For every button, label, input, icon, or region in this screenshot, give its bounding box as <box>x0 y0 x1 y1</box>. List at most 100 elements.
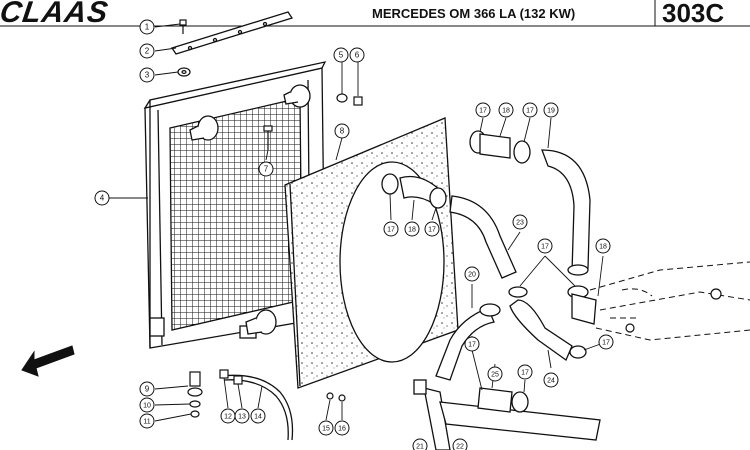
callout-label: 18 <box>408 227 416 234</box>
shroud-hose <box>381 173 447 209</box>
callout-21: 21 <box>412 438 428 450</box>
callout-25: 25 <box>487 366 503 382</box>
callout-2: 2 <box>139 43 155 59</box>
callout-label: 3 <box>145 71 150 80</box>
callout-label: 17 <box>541 244 549 251</box>
callout-label: 20 <box>468 272 476 279</box>
callout-circle <box>139 397 155 413</box>
screw <box>263 125 273 150</box>
callout-circle <box>517 364 533 380</box>
upper-hose-clamps <box>469 130 531 164</box>
callout-circle <box>383 221 399 237</box>
callout-label: 18 <box>599 244 607 251</box>
callout-label: 22 <box>456 444 464 450</box>
callout-17: 17 <box>537 238 553 254</box>
callout-circle <box>475 102 491 118</box>
seal-ring <box>336 93 348 103</box>
callout-17: 17 <box>598 334 614 350</box>
callout-24: 24 <box>543 372 559 388</box>
callout-label: 25 <box>491 372 499 379</box>
callout-label: 17 <box>468 342 476 349</box>
callout-label: 17 <box>521 370 529 377</box>
callout-circle <box>522 102 538 118</box>
callout-label: 11 <box>143 419 150 426</box>
callout-circle <box>452 438 468 450</box>
callout-circle <box>139 19 155 35</box>
callout-circle <box>258 161 274 177</box>
callout-circle <box>537 238 553 254</box>
callout-18: 18 <box>595 238 611 254</box>
elbow-hose-23 <box>449 195 517 279</box>
hose-clip-12-13 <box>219 369 243 385</box>
callout-23: 23 <box>512 214 528 230</box>
callout-circle <box>512 214 528 230</box>
fitting-21 <box>413 379 427 395</box>
callout-17: 17 <box>517 364 533 380</box>
frame-bolts <box>625 288 722 333</box>
callout-circle <box>250 408 266 424</box>
callout-label: 21 <box>416 444 424 450</box>
radiator <box>143 61 327 349</box>
callout-circle <box>139 381 155 397</box>
callout-circle <box>404 221 420 237</box>
callout-17: 17 <box>464 336 480 352</box>
callout-1: 1 <box>139 19 155 35</box>
tee-pipe-22 <box>423 387 601 450</box>
callout-label: 17 <box>428 227 436 234</box>
callout-17: 17 <box>522 102 538 118</box>
callout-label: 9 <box>145 385 150 394</box>
callout-22: 22 <box>452 438 468 450</box>
callout-3: 3 <box>139 67 155 83</box>
chassis-outline <box>589 261 750 341</box>
callout-label: 4 <box>100 194 105 203</box>
callout-label: 2 <box>145 47 150 56</box>
radiator-inlet-stub <box>189 115 219 141</box>
callout-13: 13 <box>234 408 250 424</box>
callout-circle <box>334 123 350 139</box>
callout-18: 18 <box>404 221 420 237</box>
callout-12: 12 <box>220 408 236 424</box>
callout-label: 17 <box>602 340 610 347</box>
callout-label: 18 <box>502 108 510 115</box>
callout-label: 1 <box>145 23 150 32</box>
radiator-outlet-stub <box>245 309 277 335</box>
callout-label: 17 <box>526 108 534 115</box>
callout-label: 10 <box>143 403 151 410</box>
callout-circle <box>464 336 480 352</box>
direction-arrow <box>21 345 75 377</box>
callout-circle <box>94 190 110 206</box>
callout-20: 20 <box>464 266 480 282</box>
fasteners-15-16 <box>326 392 346 402</box>
callout-circle <box>139 413 155 429</box>
callout-16: 16 <box>334 420 350 436</box>
drain-hose-14 <box>221 374 294 441</box>
callout-label: 8 <box>340 127 345 136</box>
page-number: 303C <box>662 0 725 28</box>
callout-circle <box>139 43 155 59</box>
callout-5: 5 <box>333 47 349 63</box>
callout-label: 7 <box>264 165 269 174</box>
callout-8: 8 <box>334 123 350 139</box>
callout-label: 6 <box>355 51 360 60</box>
callout-7: 7 <box>258 161 274 177</box>
callout-circle <box>598 334 614 350</box>
callout-circle <box>334 420 350 436</box>
connector-18 <box>571 293 597 325</box>
diagram-title: MERCEDES OM 366 LA (132 KW) <box>372 6 576 21</box>
callout-10: 10 <box>139 397 155 413</box>
callout-label: 14 <box>254 414 262 421</box>
callout-14: 14 <box>250 408 266 424</box>
callout-9: 9 <box>139 381 155 397</box>
bent-hose-19 <box>541 149 591 276</box>
callout-label: 13 <box>238 414 246 421</box>
callout-circle <box>424 221 440 237</box>
callout-label: 12 <box>224 414 232 421</box>
callout-4: 4 <box>94 190 110 206</box>
callout-label: 23 <box>516 220 524 227</box>
callout-circle <box>234 408 250 424</box>
drain-plug <box>353 96 363 106</box>
callout-label: 19 <box>547 108 555 115</box>
callout-circle <box>349 47 365 63</box>
